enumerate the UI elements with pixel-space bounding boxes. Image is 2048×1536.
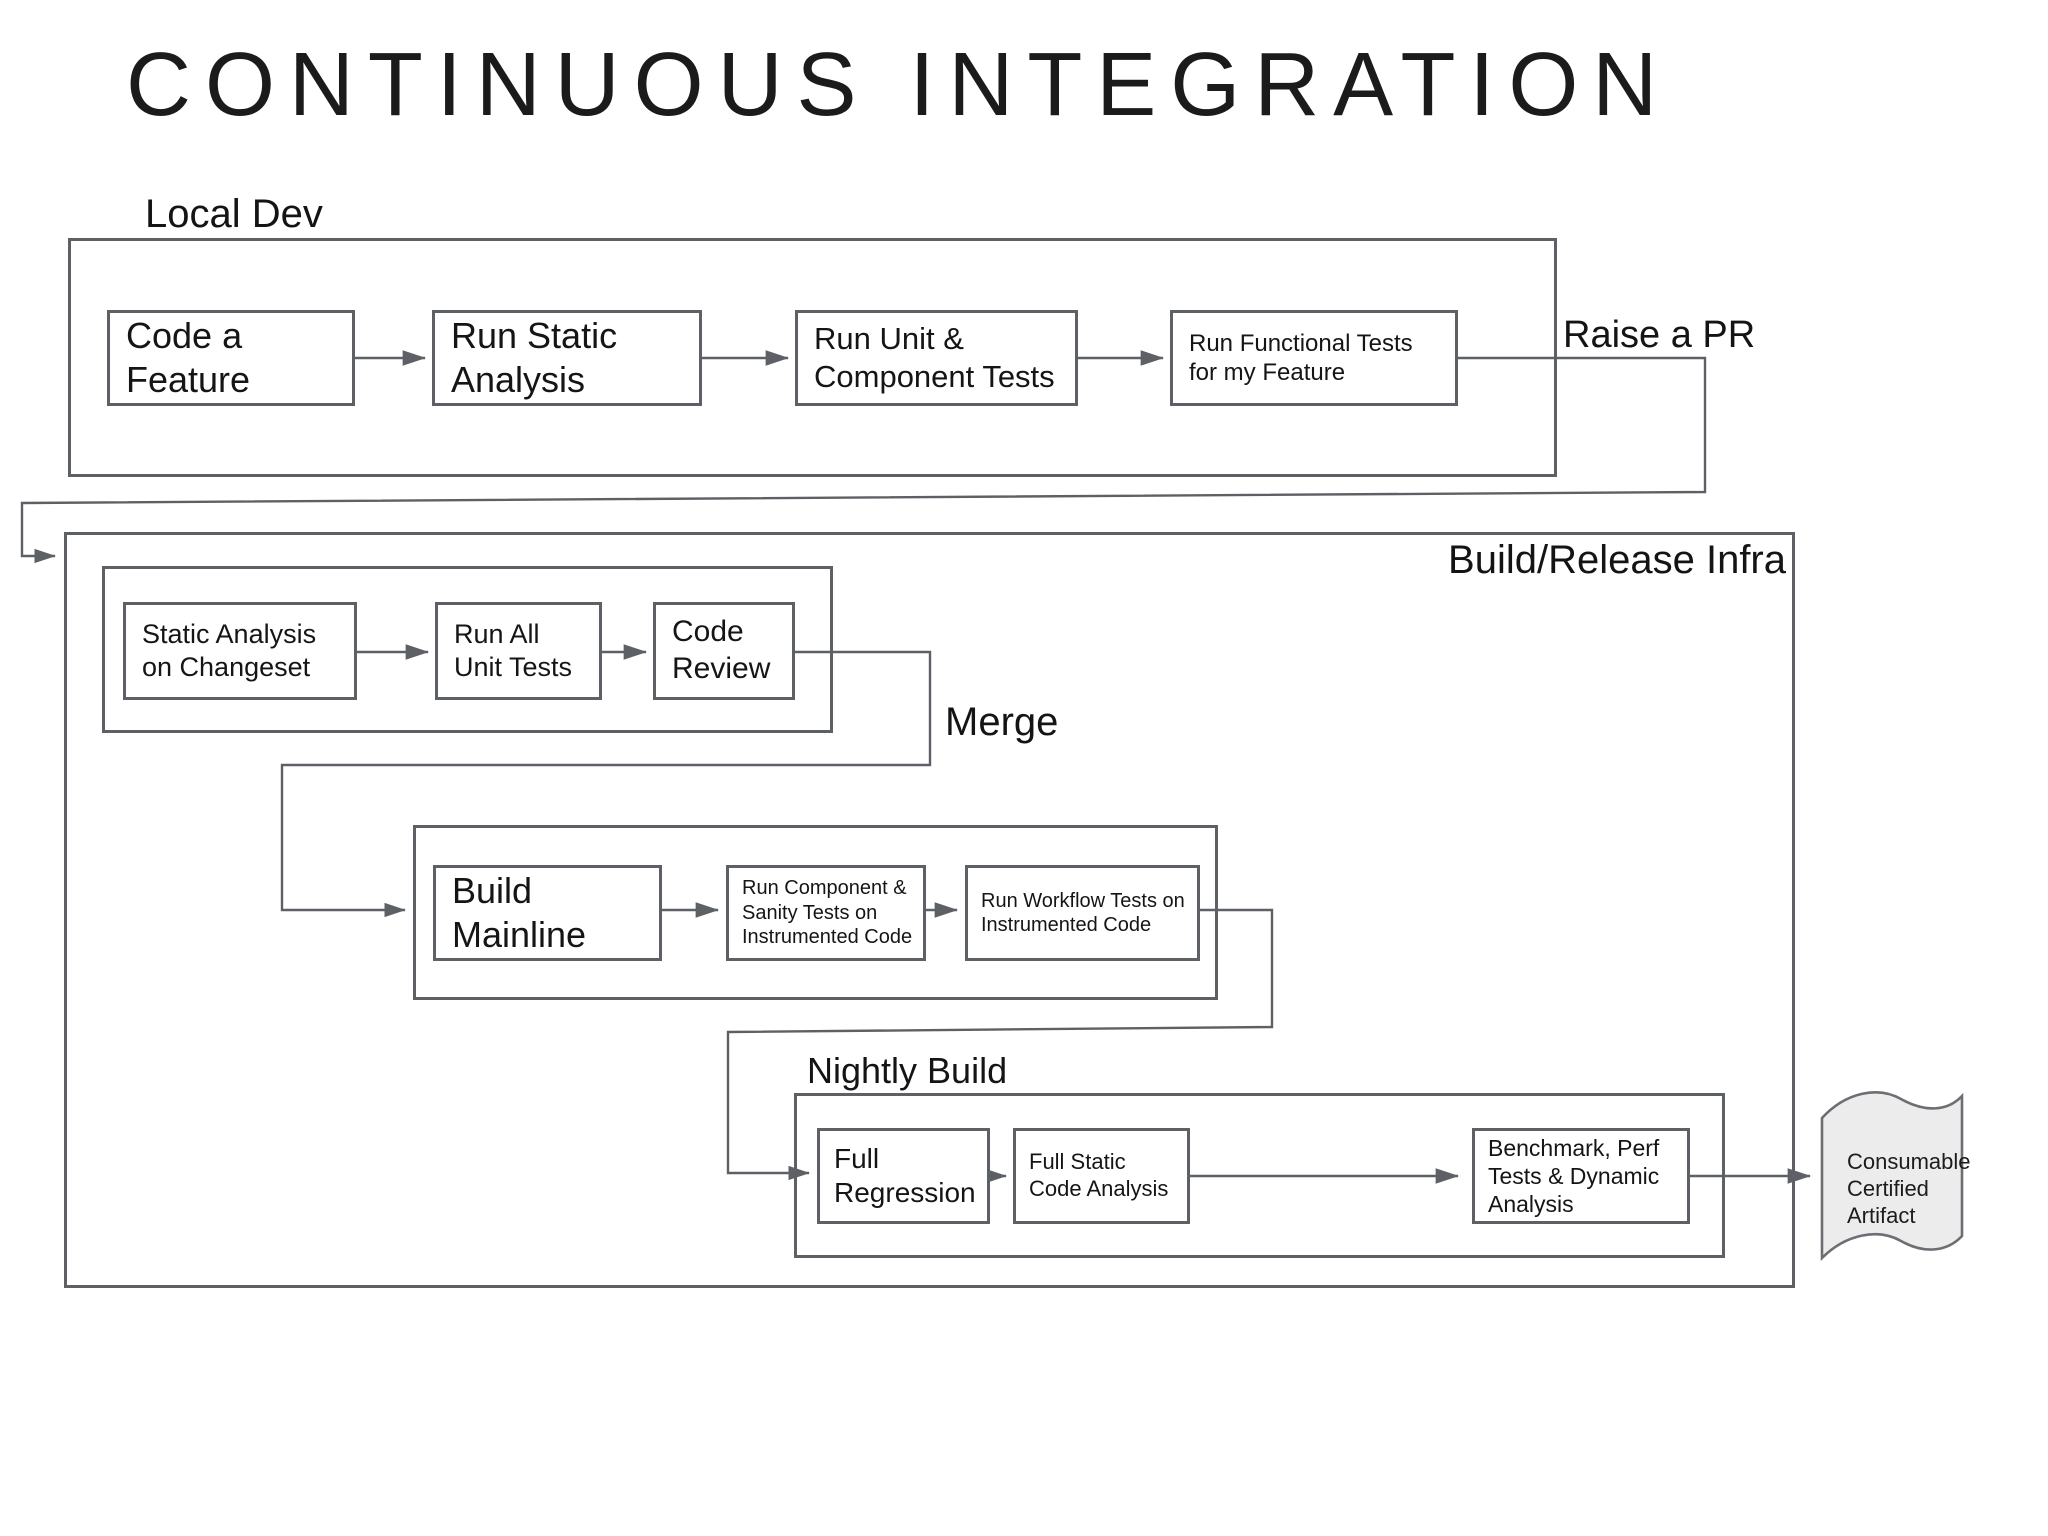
build-release-container xyxy=(64,532,1795,1288)
node-run-static-analysis: Run Static Analysis xyxy=(432,310,702,406)
artifact-label: Consumable Certified Artifact xyxy=(1847,1149,1971,1228)
node-full-static-code-analysis: Full Static Code Analysis xyxy=(1013,1128,1190,1224)
nightly-label: Nightly Build xyxy=(807,1050,1008,1091)
node-code-a-feature: Code a Feature xyxy=(107,310,355,406)
connector-raise-pr xyxy=(20,356,1707,564)
node-run-unit-component-tests: Run Unit & Component Tests xyxy=(795,310,1078,406)
node-full-regression: Full Regression xyxy=(817,1128,990,1224)
connector-merge xyxy=(280,650,932,918)
local-dev-container xyxy=(68,238,1557,477)
node-static-analysis-changeset: Static Analysis on Changeset xyxy=(123,602,357,700)
connector-to-nightly xyxy=(726,908,1274,1181)
mainline-container xyxy=(413,825,1218,1000)
node-build-mainline: Build Mainline xyxy=(433,865,662,961)
pr-checks-container xyxy=(102,566,833,733)
raise-pr-label: Raise a PR xyxy=(1563,314,1756,356)
node-code-review: Code Review xyxy=(653,602,795,700)
node-run-all-unit-tests: Run All Unit Tests xyxy=(435,602,602,700)
merge-label: Merge xyxy=(945,700,1059,744)
node-run-functional-tests: Run Functional Tests for my Feature xyxy=(1170,310,1458,406)
node-component-sanity-tests: Run Component & Sanity Tests on Instrume… xyxy=(726,865,926,961)
local-dev-label: Local Dev xyxy=(145,192,323,236)
node-benchmark-perf-dynamic: Benchmark, Perf Tests & Dynamic Analysis xyxy=(1472,1128,1690,1224)
page-title: CONTINUOUS INTEGRATION xyxy=(126,35,1672,135)
artifact-flag-shape xyxy=(1820,1091,1964,1262)
build-release-label: Build/Release Infra xyxy=(1448,538,1786,582)
node-workflow-tests: Run Workflow Tests on Instrumented Code xyxy=(965,865,1200,961)
